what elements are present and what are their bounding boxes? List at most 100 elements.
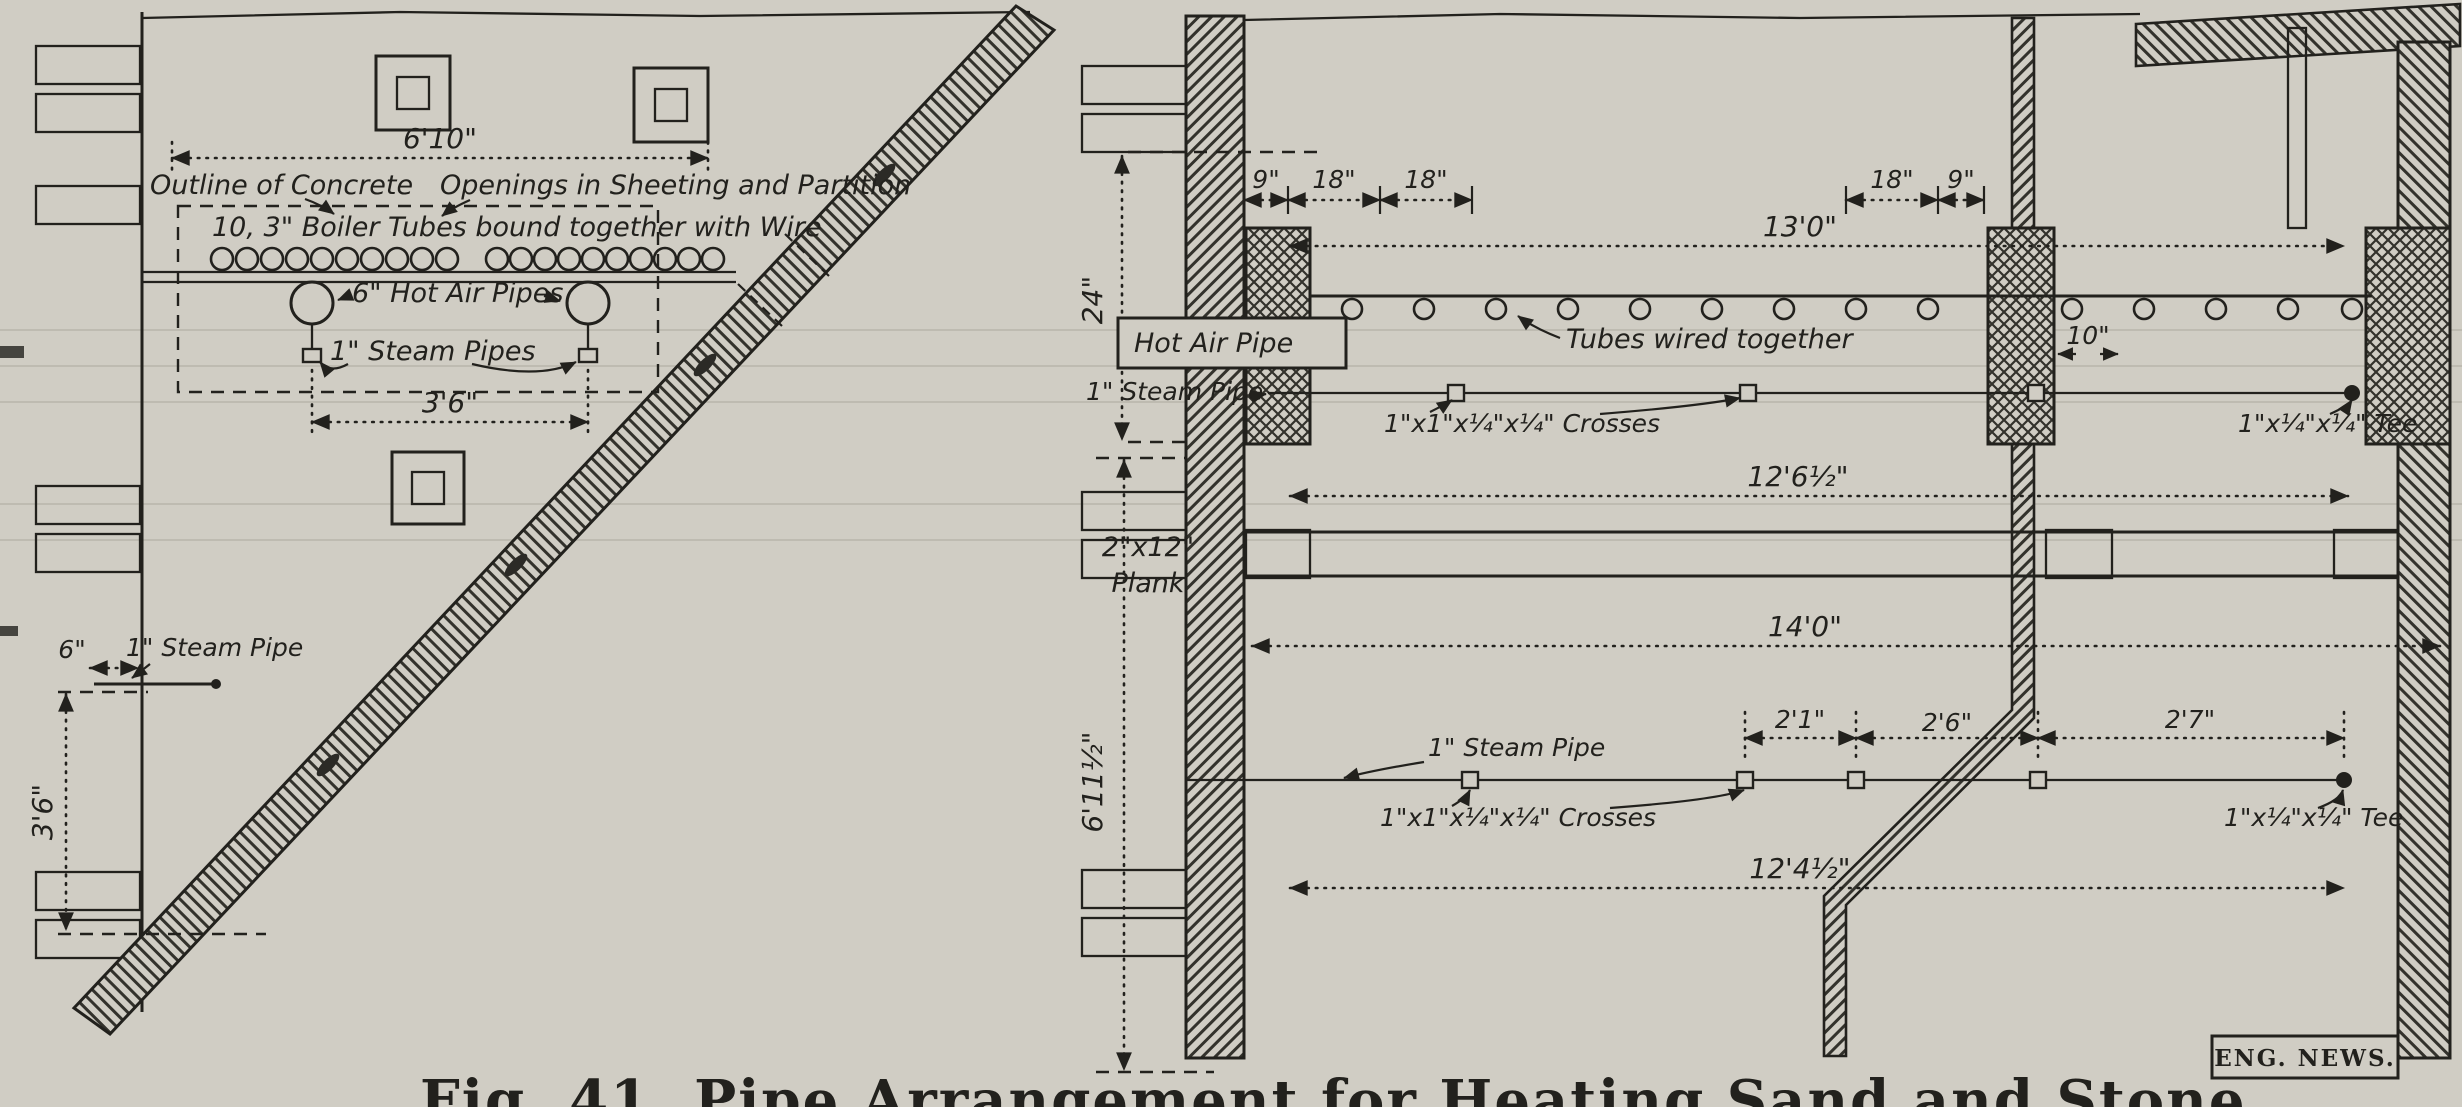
boiler-tube (508, 246, 534, 272)
leader-arrow (1517, 315, 1561, 340)
concrete-pier (1986, 226, 2056, 446)
waler-timber (34, 92, 142, 134)
cross-fitting (1446, 383, 1466, 403)
boiler-tube (384, 246, 410, 272)
hot-air-pipes (289, 280, 611, 364)
boiler-tube (309, 246, 335, 272)
tube (1412, 297, 1436, 321)
dimension-label: 14'0" (1768, 610, 1842, 643)
tube (1844, 297, 1868, 321)
dimension-label: 12'4½" (1749, 852, 1850, 885)
leader-arrow (543, 290, 561, 303)
boiler-tube (484, 246, 510, 272)
pile-core (653, 87, 689, 123)
pipe-end (211, 679, 221, 689)
pile-cap (374, 54, 452, 132)
leader-arrow (441, 198, 471, 217)
tube (2276, 297, 2300, 321)
waler-timber (34, 532, 142, 574)
top-edge (1243, 12, 2141, 22)
hot-air-pipes-label: 6" Hot Air Pipes (352, 278, 563, 309)
pipe-fitting (301, 347, 323, 364)
knot (316, 753, 340, 777)
top-spacing-dims: 9" 18" 18" 18" 9" (1242, 165, 1986, 214)
leader-arrow (1429, 399, 1453, 414)
boiler-tube (259, 246, 285, 272)
steam-pipe-label: 1" Steam Pipe (126, 633, 303, 662)
boiler-tube (604, 246, 630, 272)
pile-caps (374, 54, 710, 526)
tube (2204, 297, 2228, 321)
pile-cap (632, 66, 710, 144)
tee-label: 1"x¼"x¼" Tee (2238, 409, 2417, 438)
dimension-label: 13'0" (1763, 210, 1837, 243)
leader-arrow (471, 361, 577, 375)
dimension-label: 18" (1870, 165, 1913, 194)
tee-fitting (2336, 772, 2352, 788)
boiler-tube (676, 246, 702, 272)
tube (1700, 297, 1724, 321)
dimension-label: 6" (58, 635, 85, 664)
leader-arrow (131, 663, 151, 679)
waler-timber (34, 184, 142, 226)
openings-label: Openings in Sheeting and Partition (440, 170, 911, 201)
boiler-tube (580, 246, 606, 272)
boiler-tube (628, 246, 654, 272)
dimension-label: 9" (1252, 165, 1279, 194)
pile-core (395, 75, 431, 111)
tube (2340, 297, 2364, 321)
waler-timber (1080, 64, 1188, 106)
dimension-label: 12'6½" (1747, 460, 1848, 493)
pile-cap (390, 450, 466, 526)
plan-view: 6'10" Outline of Concrete Openings in Sh… (26, 4, 1057, 1036)
pile-core (410, 470, 446, 506)
tube-row (1340, 297, 2364, 321)
lower-spacing-dims: 2'1" 2'6" 2'7" (1743, 705, 2346, 760)
leader-arrow (1249, 390, 1267, 404)
cross-fitting (1735, 770, 1755, 790)
dimension-label: 10" (2066, 321, 2109, 350)
cross-fitting (2028, 770, 2048, 790)
tube (1484, 297, 1508, 321)
dimension-label: 6'10" (403, 122, 477, 155)
dimension-label: 18" (1404, 165, 1447, 194)
cross-fitting (2026, 383, 2046, 403)
steam-pipe-label: 1" Steam Pipe (1086, 377, 1263, 406)
credit-text: ENG. NEWS. (2214, 1045, 2396, 1072)
steam-pipe-label: 1" Steam Pipe (1428, 733, 1605, 762)
tubes-wired-label: Tubes wired together (1566, 324, 1854, 355)
leader-arrow (337, 288, 355, 302)
cross-fitting (1846, 770, 1866, 790)
dimension-label: 6'11½" (1076, 731, 1109, 832)
leader-arrow (2317, 789, 2346, 810)
hot-air-pipe-label: Hot Air Pipe (1134, 328, 1293, 359)
leader-arrow (319, 361, 349, 378)
boiler-tube (434, 246, 460, 272)
leader-arrow (2329, 399, 2353, 417)
waler-timber (1080, 868, 1188, 910)
dimension-label: 24" (1076, 276, 1109, 325)
tube (1628, 297, 1652, 321)
leader-arrow (1451, 789, 1471, 807)
tube (1556, 297, 1580, 321)
dimension-label: 18" (1312, 165, 1355, 194)
boiler-tubes-row (209, 246, 726, 272)
tube (2132, 297, 2156, 321)
credit-box (2210, 1034, 2400, 1080)
sheeting-knots (316, 163, 896, 777)
waler-timber (1080, 916, 1188, 958)
waler-timber (1080, 538, 1188, 580)
boiler-tubes-label: 10, 3" Boiler Tubes bound together with … (212, 212, 822, 243)
section-view: 9" 18" 18" 18" 9" 13'0" 24" (1076, 2, 2462, 1080)
boiler-tube (556, 246, 582, 272)
knot (693, 353, 717, 377)
knot (872, 163, 896, 187)
figure-caption: Fig. 41. Pipe Arrangement for Heating Sa… (420, 1068, 2247, 1107)
tee-fitting (2344, 385, 2360, 401)
top-edge (141, 10, 1031, 20)
dimension-label: 2'7" (2165, 705, 2215, 734)
boiler-tube (652, 246, 678, 272)
boiler-tube (284, 246, 310, 272)
waler-timber (1080, 490, 1188, 532)
